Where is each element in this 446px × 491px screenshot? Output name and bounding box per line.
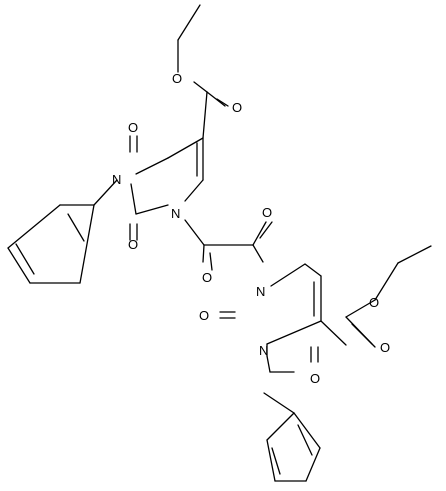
atom-o-c4-1: O — [128, 120, 138, 135]
atom-labels: O O O N O N O O N O O O N O — [112, 71, 390, 386]
atom-o-c2-2: O — [199, 308, 209, 323]
bond-lines — [7, 4, 432, 482]
atom-o-oxal-top: O — [262, 205, 272, 220]
atom-o-oxal-bot: O — [202, 270, 212, 285]
atom-o-carb2: O — [380, 340, 390, 355]
atom-o-c2-1: O — [128, 237, 138, 252]
atom-o-carb1: O — [232, 100, 242, 115]
atom-o-ethyl2: O — [369, 295, 379, 310]
atom-n1-2: N — [256, 284, 265, 299]
atom-o-ethyl1: O — [172, 71, 182, 86]
atom-o-c4-2: O — [310, 371, 320, 386]
atom-n3-1: N — [112, 172, 121, 187]
atom-n3-2: N — [259, 343, 268, 358]
atom-n1-1: N — [171, 206, 180, 221]
